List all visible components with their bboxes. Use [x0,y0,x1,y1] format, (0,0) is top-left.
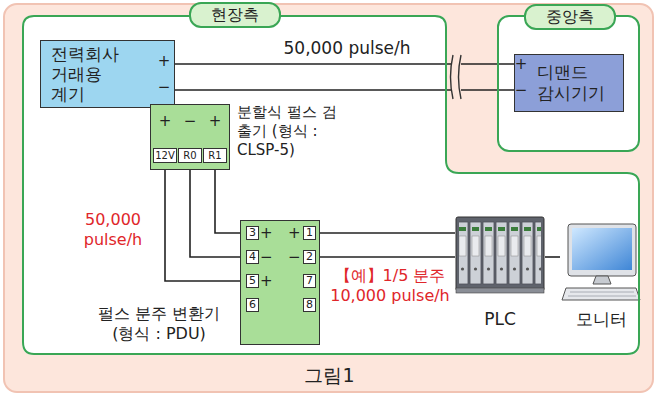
polarity-sign: + [158,112,172,130]
terminal-label: 12V [153,148,177,163]
wire [215,170,240,233]
field-ground [22,15,640,355]
terminal-label: R1 [203,148,227,163]
polarity-sign: − [157,78,171,96]
wire-break [451,55,462,99]
wire [175,89,514,91]
pin-number: 8 [303,298,316,312]
device-heading: 분할식 펄스 검출기 (형식 : CLSP-5) [237,103,347,160]
connector [320,233,455,257]
wire [175,63,514,65]
figure-caption: 그림1 [0,363,659,387]
polarity-sign: + [260,224,272,242]
polarity-sign: + [514,55,528,73]
pin-number: 2 [303,250,316,264]
wire [320,232,455,234]
pin-number: 6 [246,298,259,312]
polarity-sign: + [208,112,222,130]
edge-label: 【예】1/5 분주 10,000 pulse/h [326,266,454,306]
monitor-illustration [562,224,640,300]
wire [320,256,455,258]
device-heading: 펄스 분주 변환기 (형식 : PDU) [89,304,229,344]
connector [175,64,514,90]
polarity-sign: − [288,248,300,266]
wire [190,170,240,257]
edge-label: 50,000 pulse/h [74,210,152,250]
polarity-sign: + [157,52,171,70]
pin-number: 3 [246,226,259,240]
polarity-sign: + [260,272,272,290]
region-heading: 중앙측 [524,4,616,30]
wire [165,170,240,281]
region-heading: 현장측 [189,2,281,28]
polarity-sign: − [260,248,272,266]
device-label: PLC [455,309,545,330]
central-ground [497,15,640,152]
connector [165,170,240,281]
meter-box: 전력회사 거래용 계기 [40,40,175,108]
pin-number: 4 [246,250,259,264]
wire [545,256,560,258]
box-text: 디맨드 감시기기 [515,62,609,104]
monitor: 모니터 [560,222,642,330]
box-text: 전력회사 거래용 계기 [41,44,123,104]
polarity-sign: − [514,81,528,99]
connector [545,257,560,258]
polarity-sign: − [183,112,197,130]
plc: PLC [455,212,545,330]
pin-number: 5 [246,274,259,288]
polarity-sign: + [288,224,300,242]
device-label: 모니터 [560,309,642,330]
terminal-label: R0 [178,148,202,163]
plc-illustration [456,214,544,294]
pin-number: 7 [303,274,316,288]
pin-number: 1 [303,226,316,240]
demand-monitor: 디맨드 감시기기 [514,54,624,112]
edge-label: 50,000 pulse/h [262,38,432,59]
